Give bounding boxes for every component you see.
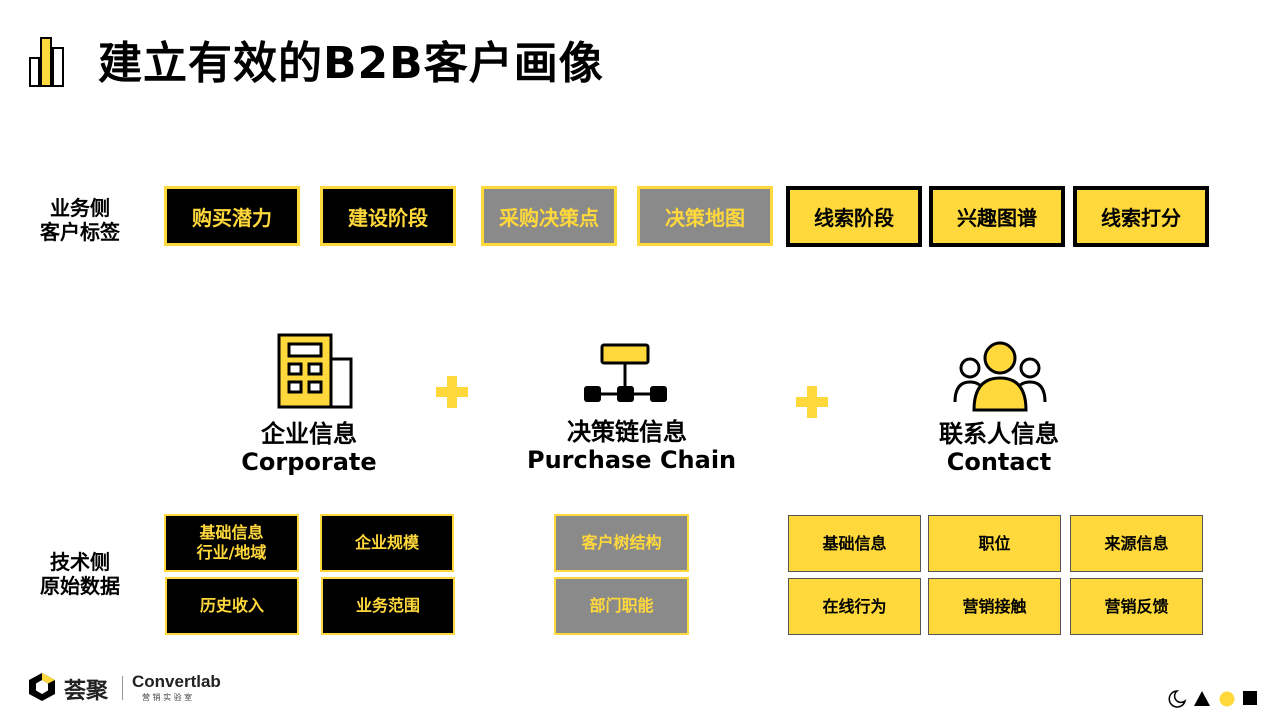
brand-en: Convertlab bbox=[132, 672, 221, 691]
business-side-label: 业务侧 客户标签 bbox=[30, 196, 130, 244]
plus-icon bbox=[436, 376, 468, 408]
tag-lead-stage: 线索阶段 bbox=[786, 186, 922, 247]
page-title: 建立有效的B2B客户画像 bbox=[98, 38, 604, 89]
purchase-title-en: Purchase Chain bbox=[527, 446, 737, 474]
contact-title-zh: 联系人信息 bbox=[939, 420, 1059, 448]
plus-icon bbox=[796, 386, 828, 418]
corporate-title: 企业信息 Corporate bbox=[219, 420, 399, 476]
contact-source-cell: 来源信息 bbox=[1070, 515, 1203, 572]
brand-logo-icon bbox=[28, 672, 56, 706]
contact-basic-cell: 基础信息 bbox=[788, 515, 921, 572]
tag-lead-score: 线索打分 bbox=[1073, 186, 1209, 247]
tag-procurement-decision: 采购决策点 bbox=[481, 186, 617, 246]
corporate-basic-line1: 基础信息 bbox=[199, 523, 264, 542]
tech-side-label: 技术侧 原始数据 bbox=[30, 550, 130, 598]
building-icon bbox=[276, 332, 358, 414]
corporate-title-en: Corporate bbox=[241, 448, 377, 476]
brand-sub: 营 销 实 验 室 bbox=[142, 693, 193, 702]
contact-online-cell: 在线行为 bbox=[788, 578, 921, 635]
tech-side-line2: 原始数据 bbox=[40, 574, 120, 598]
business-side-line1: 业务侧 bbox=[50, 196, 110, 220]
corporate-basic-line2: 行业/地域 bbox=[196, 543, 267, 562]
tag-interest-map: 兴趣图谱 bbox=[929, 186, 1065, 247]
contact-title: 联系人信息 Contact bbox=[909, 420, 1089, 476]
corporate-basic-info-cell: 基础信息 行业/地域 bbox=[164, 514, 299, 572]
corporate-business-scope-cell: 业务范围 bbox=[321, 577, 455, 635]
contact-title-en: Contact bbox=[946, 448, 1052, 476]
footer-shapes bbox=[1166, 688, 1258, 714]
tag-purchase-potential: 购买潜力 bbox=[164, 186, 300, 246]
corporate-revenue-cell: 历史收入 bbox=[165, 577, 299, 635]
title-bars-icon bbox=[28, 36, 68, 92]
purchase-tree-cell: 客户树结构 bbox=[554, 514, 689, 572]
brand-cn: 荟聚 bbox=[64, 679, 109, 704]
business-side-line2: 客户标签 bbox=[40, 220, 120, 244]
corporate-scale-cell: 企业规模 bbox=[320, 514, 454, 572]
tag-construction-stage: 建设阶段 bbox=[320, 186, 456, 246]
contact-touch-cell: 营销接触 bbox=[928, 578, 1061, 635]
tag-decision-map: 决策地图 bbox=[637, 186, 773, 246]
people-icon bbox=[952, 338, 1048, 418]
tech-side-line1: 技术侧 bbox=[50, 550, 110, 574]
contact-position-cell: 职位 bbox=[928, 515, 1061, 572]
purchase-title-zh: 决策链信息 bbox=[567, 418, 687, 446]
org-chart-icon bbox=[582, 342, 672, 410]
purchase-dept-cell: 部门职能 bbox=[554, 577, 689, 635]
contact-feedback-cell: 营销反馈 bbox=[1070, 578, 1203, 635]
footer-divider bbox=[122, 676, 123, 700]
corporate-title-zh: 企业信息 bbox=[261, 420, 357, 448]
purchase-title: 决策链信息 Purchase Chain bbox=[527, 418, 737, 474]
